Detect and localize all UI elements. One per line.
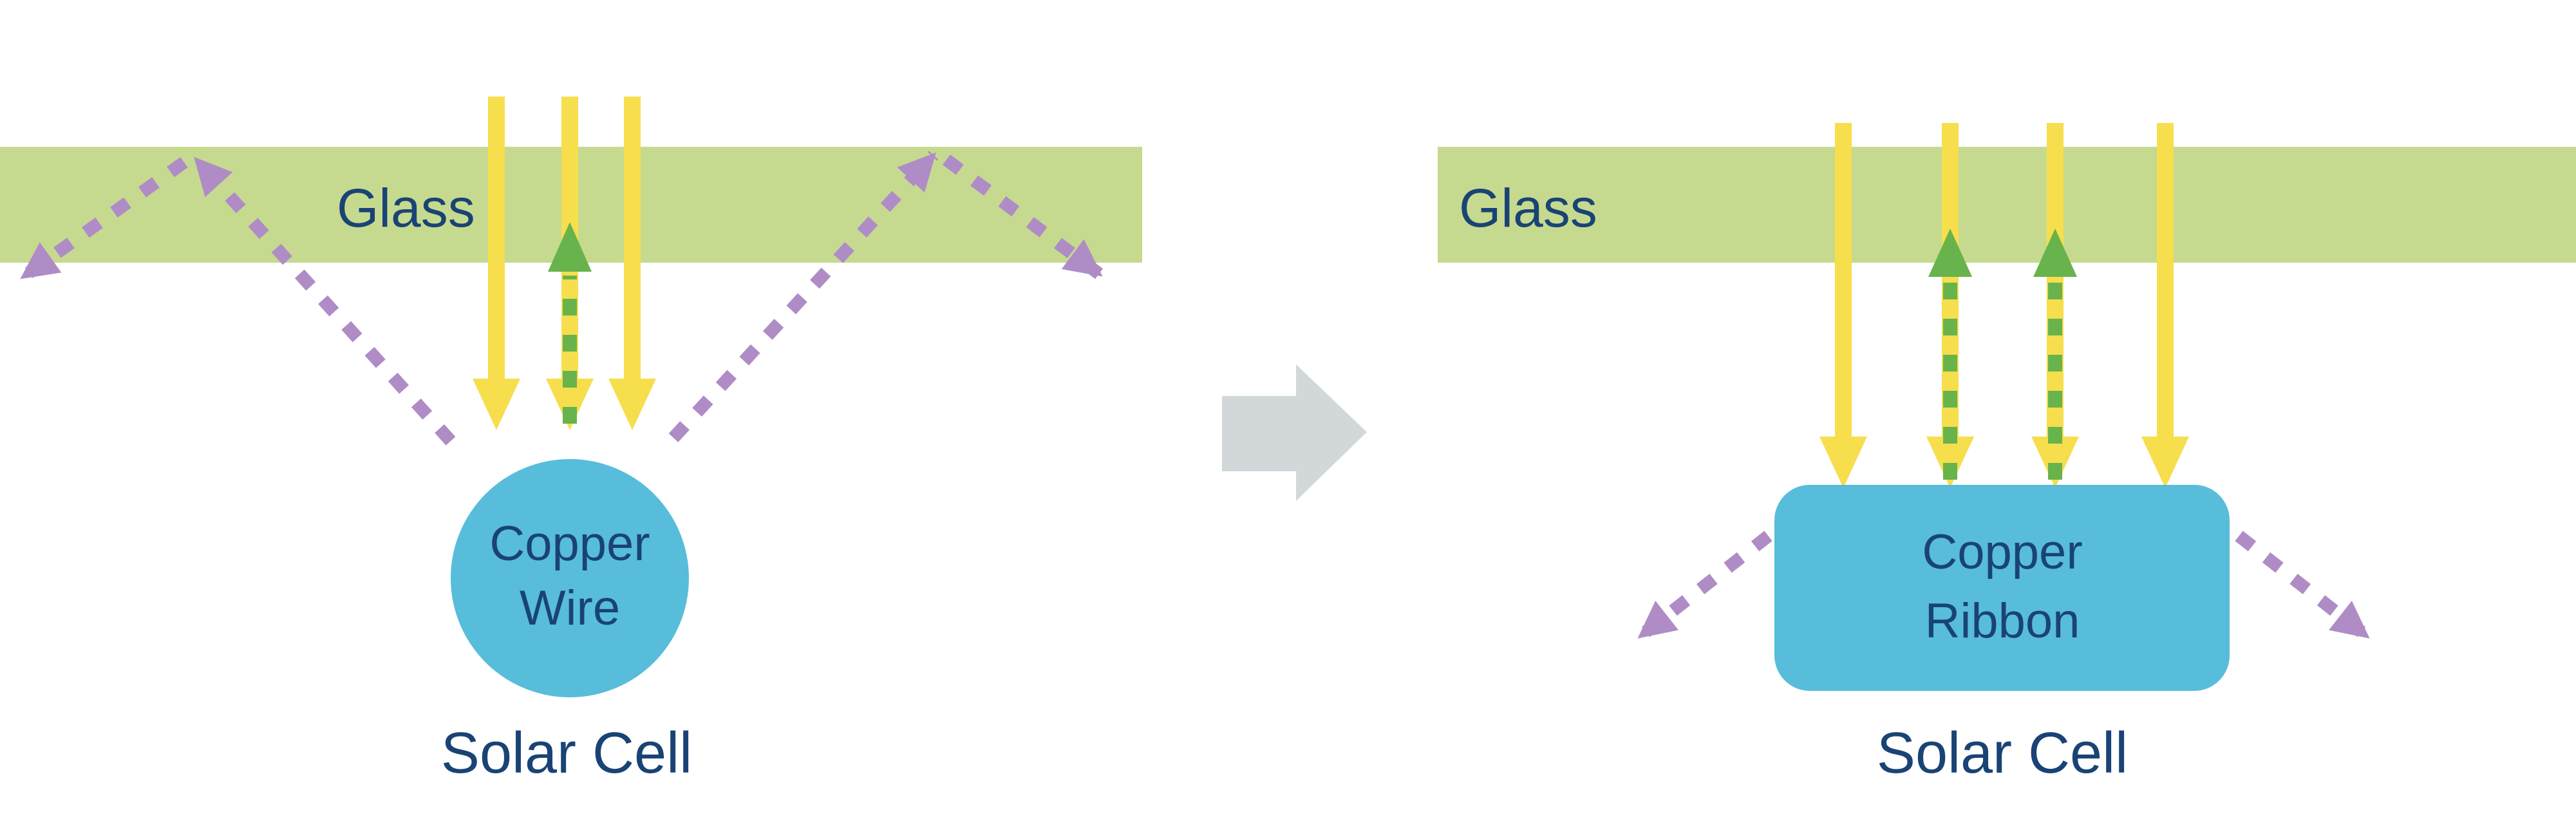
scattered-ray-exit-right — [2207, 509, 2371, 641]
incident-light-arrowhead — [2141, 437, 2189, 488]
solar-cell-label: Solar Cell — [1877, 721, 2128, 786]
reflected-light-arrowhead — [548, 222, 592, 272]
incident-light-arrowhead — [608, 379, 656, 430]
reflected-light-arrowhead — [2033, 229, 2077, 277]
incident-light-arrowhead — [546, 379, 594, 430]
scattered-ray-up-left — [191, 155, 456, 446]
incident-light-arrowhead — [2031, 437, 2079, 488]
incident-light-arrowhead — [473, 379, 520, 430]
right-panel: Copper Ribbon Glass Solar Cell — [1438, 123, 2576, 786]
reflected-light-arrows — [1928, 229, 2077, 480]
transition-arrow-icon — [1222, 364, 1367, 501]
reflected-light-arrow — [548, 222, 592, 424]
scattered-ray-up-right — [668, 151, 939, 442]
incident-light-arrows — [1819, 123, 2189, 488]
incident-light-arrowhead — [1926, 437, 1974, 488]
copper-wire-circle — [451, 459, 689, 697]
solar-cell-label: Solar Cell — [441, 721, 692, 786]
copper-wire-label-line2: Wire — [520, 581, 620, 635]
left-panel: Copper Wire Glass Solar Cell — [0, 97, 1142, 786]
glass-label: Glass — [1459, 178, 1597, 238]
scattered-ray-exit-left — [1636, 509, 1800, 641]
copper-ribbon-label-line1: Copper — [1922, 525, 2082, 579]
glass-layer — [1438, 147, 2576, 263]
incident-light-arrowhead — [1819, 437, 1867, 488]
reflected-light-arrowhead — [1928, 229, 1972, 277]
copper-ribbon-label-line2: Ribbon — [1925, 594, 2080, 648]
copper-ribbon-rect — [1774, 485, 2230, 691]
glass-label: Glass — [337, 178, 475, 238]
copper-wire-label-line1: Copper — [489, 516, 650, 571]
